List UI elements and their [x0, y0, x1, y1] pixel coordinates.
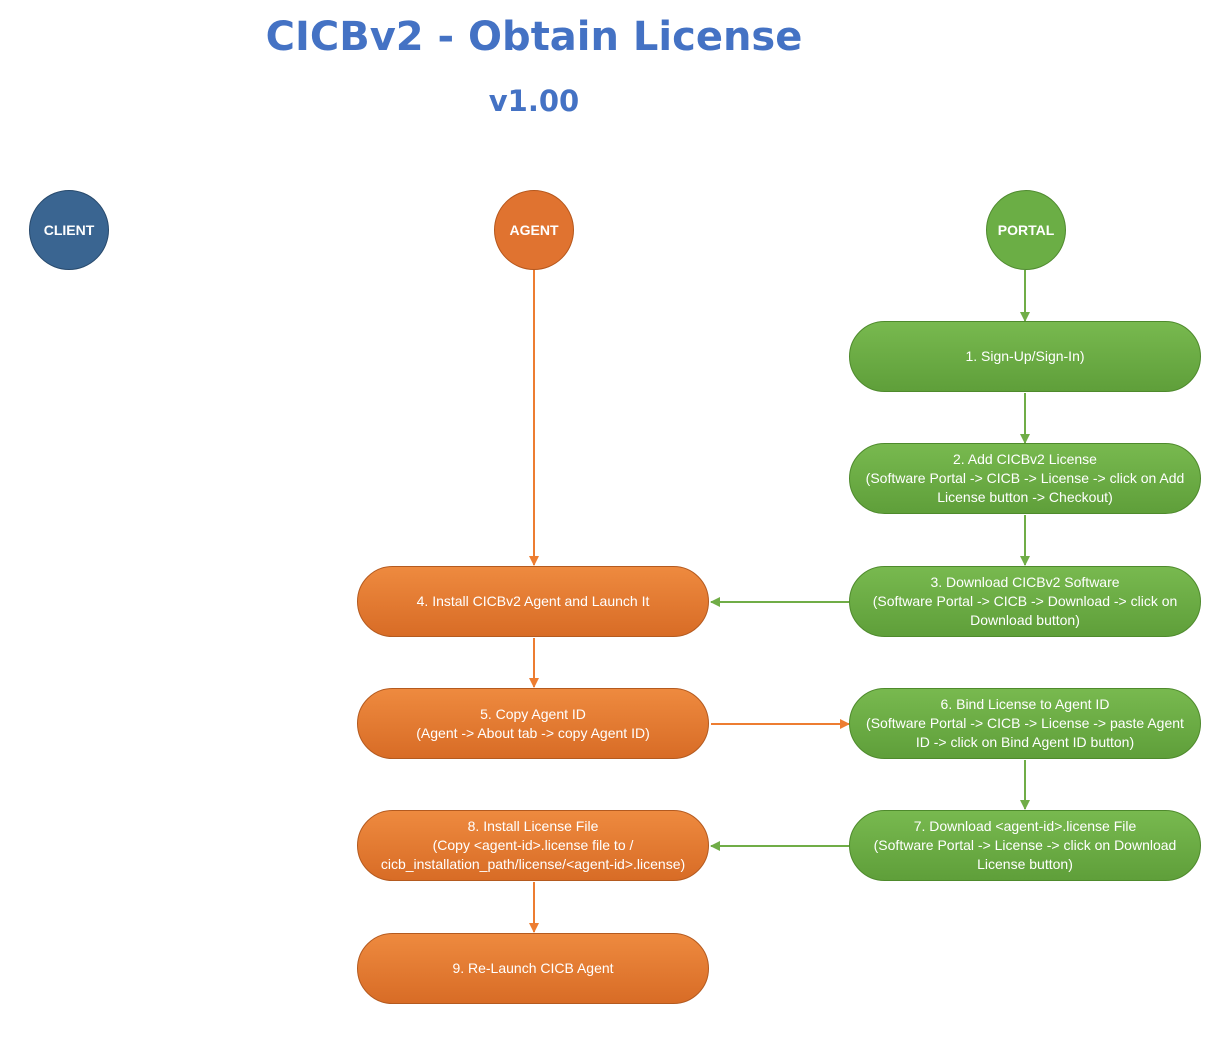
step-9-line1: 9. Re-Launch CICB Agent — [452, 960, 614, 976]
step-2-line3: License button -> Checkout) — [937, 489, 1113, 505]
step-3-download-software: 3. Download CICBv2 Software (Software Po… — [849, 566, 1201, 637]
step-3-line1: 3. Download CICBv2 Software — [930, 574, 1120, 590]
step-4-line1: 4. Install CICBv2 Agent and Launch It — [416, 593, 650, 609]
diagram-title: CICBv2 - Obtain License — [265, 14, 803, 60]
step-2-line2: (Software Portal -> CICB -> License -> c… — [865, 470, 1185, 486]
step-4-install-agent: 4. Install CICBv2 Agent and Launch It — [357, 566, 709, 637]
step-6-line2: (Software Portal -> CICB -> License -> p… — [866, 715, 1184, 731]
step-2-line1: 2. Add CICBv2 License — [953, 451, 1097, 467]
step-3-line2: (Software Portal -> CICB -> Download -> … — [872, 593, 1178, 609]
lane-portal-node: PORTAL — [986, 190, 1066, 270]
step-6-line3: ID -> click on Bind Agent ID button) — [915, 734, 1135, 750]
step-9-relaunch-agent: 9. Re-Launch CICB Agent — [357, 933, 709, 1004]
step-6-line1: 6. Bind License to Agent ID — [940, 696, 1110, 712]
step-1-sign-up: 1. Sign-Up/Sign-In) — [849, 321, 1201, 392]
step-8-line2: (Copy <agent-id>.license file to / — [432, 837, 634, 853]
step-7-download-license-file: 7. Download <agent-id>.license File (Sof… — [849, 810, 1201, 881]
step-8-install-license-file: 8. Install License File (Copy <agent-id>… — [357, 810, 709, 881]
step-8-line3: cicb_installation_path/license/<agent-id… — [380, 856, 686, 872]
step-5-copy-agent-id: 5. Copy Agent ID (Agent -> About tab -> … — [357, 688, 709, 759]
step-7-line3: License button) — [977, 856, 1073, 872]
step-7-line1: 7. Download <agent-id>.license File — [913, 818, 1137, 834]
lane-agent-node: AGENT — [494, 190, 574, 270]
step-5-line1: 5. Copy Agent ID — [480, 705, 586, 722]
step-8-line1: 8. Install License File — [467, 818, 599, 834]
lane-client-node: CLIENT — [29, 190, 109, 270]
diagram-version: v1.00 — [488, 84, 580, 118]
step-3-line3: Download button) — [970, 612, 1080, 628]
step-1-line1: 1. Sign-Up/Sign-In) — [965, 348, 1085, 364]
step-7-line2: (Software Portal -> License -> click on … — [873, 837, 1177, 853]
step-6-bind-license: 6. Bind License to Agent ID (Software Po… — [849, 688, 1201, 759]
step-5-line2: (Agent -> About tab -> copy Agent ID) — [416, 724, 650, 741]
step-2-add-license: 2. Add CICBv2 License (Software Portal -… — [849, 443, 1201, 514]
